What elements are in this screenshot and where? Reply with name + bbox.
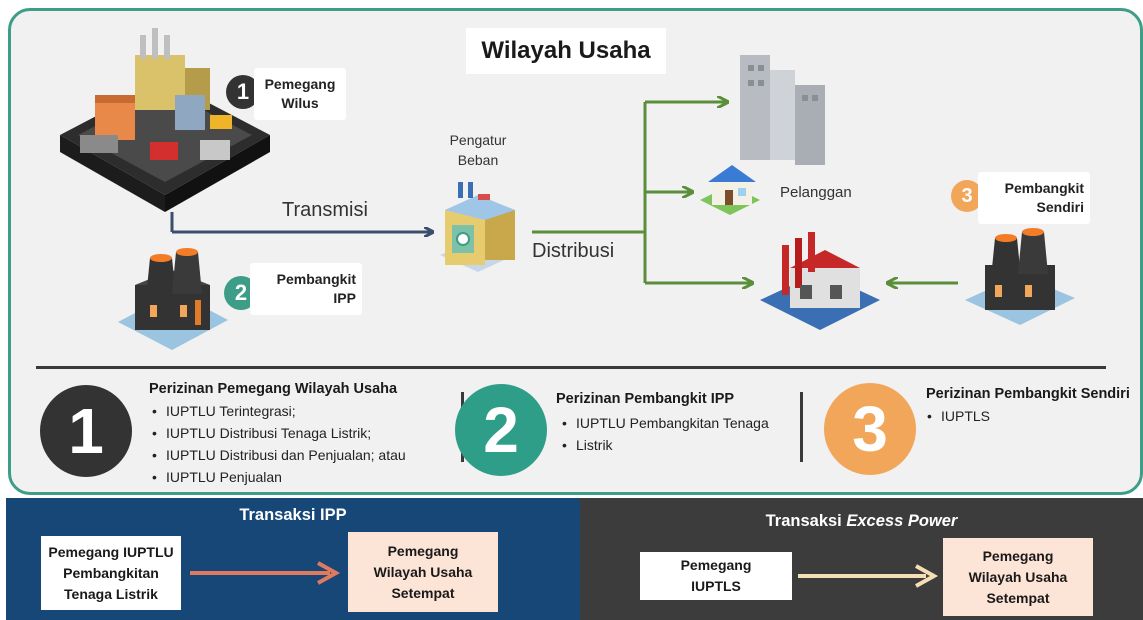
house-icon [700, 165, 760, 215]
box-text: Pemegang IUPTLS [681, 555, 752, 597]
box-line: Wilayah Usaha [373, 563, 473, 580]
pengatur-line-1: Pengatur [449, 132, 507, 148]
tag-line-1: Pembangkit [1004, 180, 1084, 196]
number-badge-3: 3 [951, 180, 983, 212]
tag-line-2: Sendiri [1036, 199, 1084, 215]
list-item: IUPTLU Pembangkitan Tenaga [560, 412, 769, 434]
industrial-complex-icon [60, 28, 270, 212]
tag-pembangkit-ipp: Pembangkit IPP [250, 263, 362, 315]
badge-number: 2 [234, 280, 248, 305]
box-pemegang-wilayah-ipp: Pemegang Wilayah Usaha Setempat [348, 532, 498, 612]
list-item: Listrik [560, 434, 769, 456]
license-2-list: IUPTLU Pembangkitan Tenaga Listrik [560, 412, 769, 456]
load-dispatcher-icon [440, 182, 515, 272]
license-number: 1 [68, 395, 104, 467]
license-2-heading: Perizinan Pembangkit IPP [556, 391, 735, 407]
license-3-list: IUPTLS [925, 405, 990, 427]
box-line: Pemegang [387, 542, 459, 559]
tag-label: Pemegang Wilus [254, 75, 346, 113]
tag-line-2: IPP [333, 290, 356, 306]
pelanggan-label: Pelanggan [780, 184, 852, 201]
box-line: Setempat [986, 589, 1050, 606]
license-1-list: IUPTLU Terintegrasi; IUPTLU Distribusi T… [150, 400, 406, 488]
distribusi-label: Distribusi [532, 240, 615, 262]
tag-line-1: Pembangkit [276, 271, 356, 287]
license-badge-2: 2 [455, 384, 547, 476]
distribusi-arrows [532, 102, 958, 283]
list-item: IUPTLU Distribusi Tenaga Listrik; [150, 422, 406, 444]
box-text: Pemegang Wilayah Usaha Setempat [969, 546, 1068, 609]
license-badge-3: 3 [824, 383, 916, 475]
tag-pembangkit-sendiri: Pembangkit Sendiri [978, 172, 1090, 224]
office-buildings-icon [740, 55, 825, 165]
pengatur-line-2: Beban [457, 152, 499, 168]
license-3-heading: Perizinan Pembangkit Sendiri [926, 386, 1130, 402]
license-separator [800, 392, 803, 462]
title-italic: Excess Power [846, 512, 958, 530]
pengatur-beban-label: Pengatur Beban [446, 130, 510, 170]
tag-label: Pembangkit IPP [250, 270, 362, 308]
box-pemegang-iuptlu: Pemegang IUPTLU Pembangkitan Tenaga List… [41, 536, 181, 610]
transaksi-excess-title: Transaksi Excess Power [580, 512, 1143, 531]
tag-pemegang-wilus: Pemegang Wilus [254, 68, 346, 120]
box-line: Setempat [391, 584, 455, 601]
badge-number: 1 [236, 79, 250, 104]
license-number: 3 [852, 393, 888, 465]
section-divider [36, 366, 1106, 369]
box-pemegang-iuptls: Pemegang IUPTLS [640, 552, 792, 600]
excess-arrow [798, 564, 939, 588]
box-line: Pembangkitan [63, 564, 159, 581]
power-plant-icon [118, 248, 228, 350]
license-number: 2 [483, 394, 519, 466]
list-item: IUPTLU Terintegrasi; [150, 400, 406, 422]
captive-power-plant-icon [965, 228, 1075, 325]
tag-line-2: Wilus [281, 95, 319, 111]
box-line: IUPTLS [691, 578, 741, 594]
license-1-heading: Perizinan Pemegang Wilayah Usaha [149, 381, 398, 397]
diagram-title: Wilayah Usaha [466, 28, 666, 74]
transaksi-ipp-title: Transaksi IPP [239, 506, 347, 524]
box-line: Wilayah Usaha [968, 568, 1068, 585]
box-line: Pemegang IUPTLU [48, 543, 174, 560]
factory-icon [760, 232, 880, 330]
ipp-arrow [190, 561, 341, 585]
title-plain: Transaksi [765, 512, 847, 530]
list-item: IUPTLS [925, 405, 990, 427]
diagram-title-text: Wilayah Usaha [481, 37, 651, 64]
license-badge-1: 1 [40, 385, 132, 477]
box-line: Pemegang [680, 557, 752, 573]
tag-line-1: Pemegang [264, 76, 336, 92]
tag-label: Pembangkit Sendiri [978, 179, 1090, 217]
badge-number: 3 [961, 184, 973, 207]
list-item: IUPTLU Distribusi dan Penjualan; atau [150, 444, 406, 466]
transmisi-label: Transmisi [282, 199, 368, 221]
box-text: Pemegang Wilayah Usaha Setempat [374, 541, 473, 604]
box-line: Tenaga Listrik [64, 585, 158, 602]
box-pemegang-wilayah-excess: Pemegang Wilayah Usaha Setempat [943, 538, 1093, 616]
box-text: Pemegang IUPTLU Pembangkitan Tenaga List… [48, 542, 173, 605]
list-item: IUPTLU Penjualan [150, 466, 406, 488]
box-line: Pemegang [982, 547, 1054, 564]
